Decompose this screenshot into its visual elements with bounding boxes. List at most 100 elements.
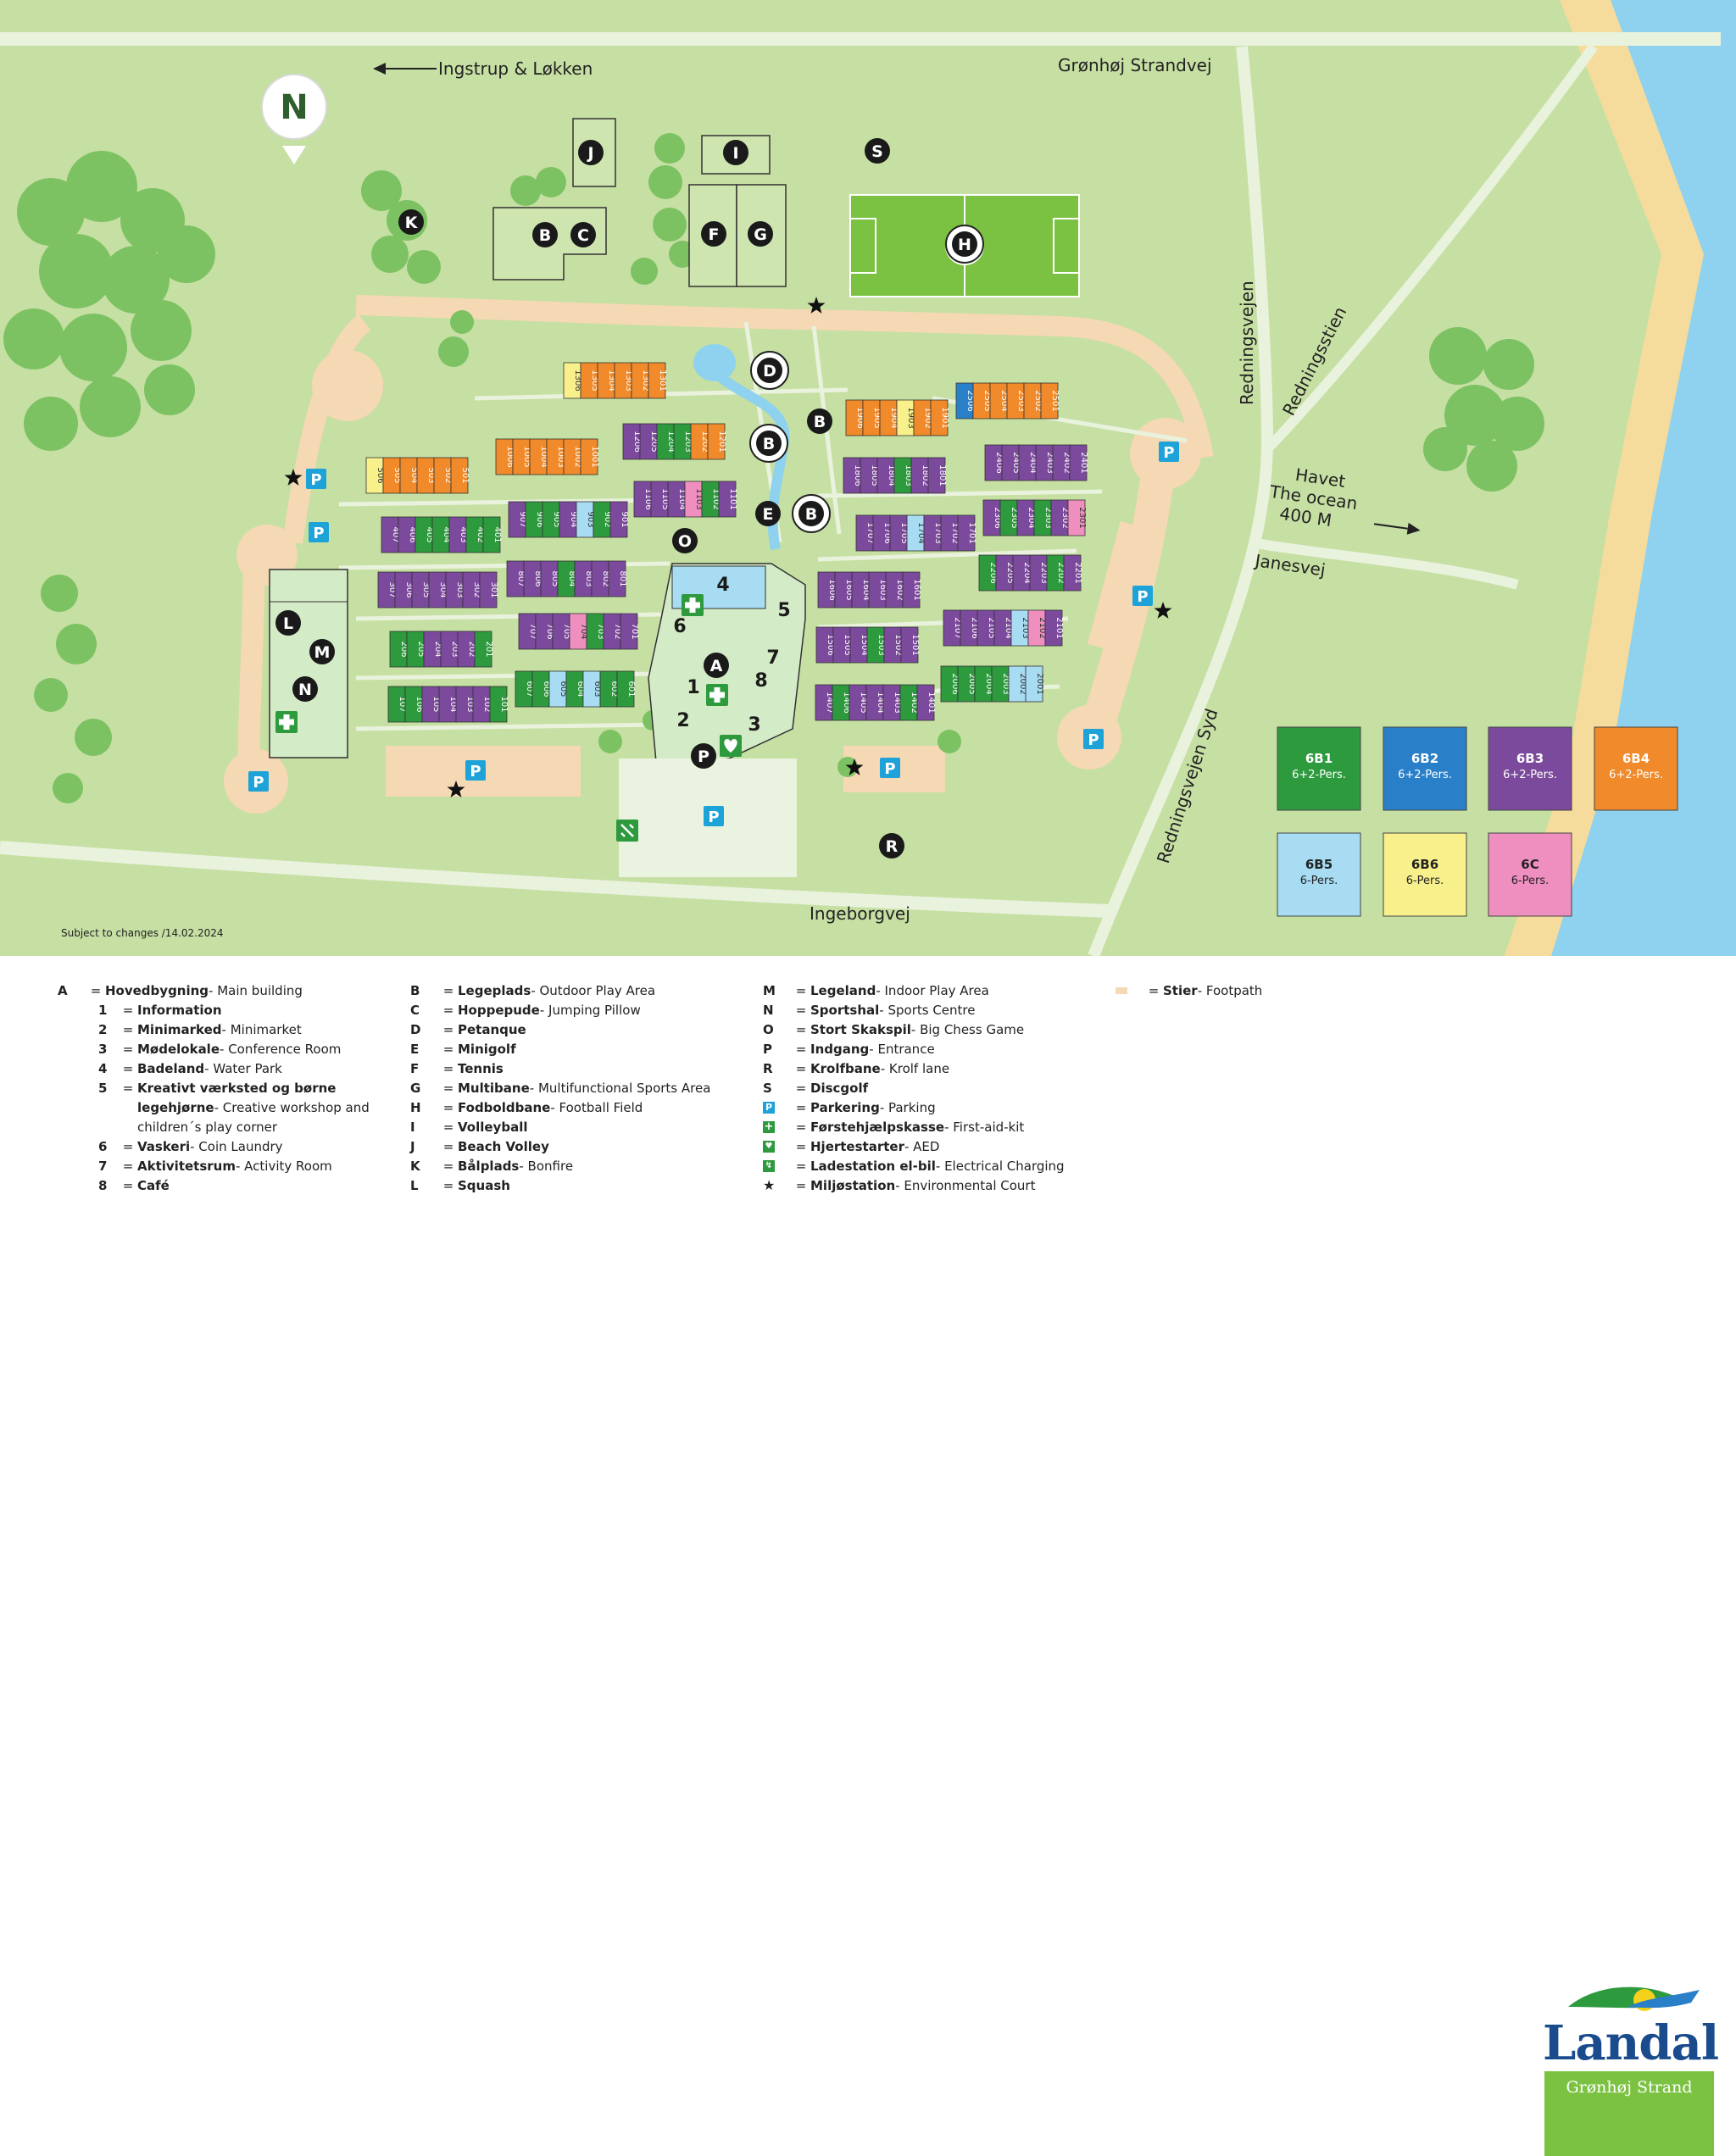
- unit-type-6c: 6C6-Pers.: [1488, 832, 1572, 917]
- cabin-number: 2404: [1028, 452, 1038, 473]
- cabin-2201[interactable]: [1063, 554, 1082, 592]
- cabin-101[interactable]: [489, 686, 508, 723]
- cabin-1401[interactable]: [916, 684, 935, 721]
- cabin-2301[interactable]: [1067, 499, 1086, 536]
- cabin-2001[interactable]: [1025, 665, 1043, 703]
- legend-description: - Big Chess Game: [910, 1022, 1025, 1037]
- marker-r[interactable]: R: [879, 833, 904, 859]
- legend-item: 6=Vaskeri - Coin Laundry: [58, 1137, 370, 1157]
- legend-key: P: [763, 1042, 772, 1057]
- cabin-801[interactable]: [608, 560, 626, 597]
- cabin-1301[interactable]: [648, 362, 666, 399]
- marker-letter: C: [577, 226, 589, 245]
- unit-type-capacity: 6-Pers.: [1406, 875, 1444, 887]
- cabin-number: 1705: [899, 522, 909, 543]
- cabin-701[interactable]: [620, 613, 638, 650]
- main-building-number-2: 2: [676, 710, 689, 731]
- parking-icon: P: [465, 760, 486, 781]
- cabin-301[interactable]: [479, 571, 498, 608]
- cabin-2101[interactable]: [1044, 609, 1063, 647]
- marker-f[interactable]: F: [701, 221, 726, 247]
- cabin-1101[interactable]: [718, 481, 737, 518]
- cabin-number: 906: [535, 511, 544, 527]
- cabin-1601[interactable]: [902, 571, 921, 608]
- legend-item: B=Legeplads - Outdoor Play Area: [410, 981, 710, 1001]
- marker-j[interactable]: J: [578, 140, 604, 165]
- marker-k[interactable]: K: [398, 209, 424, 235]
- main-building-number-3: 3: [748, 714, 760, 736]
- legend-item: 1=Information: [58, 1001, 370, 1020]
- parking-icon: P: [248, 771, 269, 792]
- cabin-number: 2501: [1050, 390, 1060, 411]
- cabin-201[interactable]: [474, 631, 492, 668]
- cabin-401[interactable]: [482, 516, 501, 553]
- janesvej-road: [1249, 537, 1519, 590]
- legend-key: 2: [98, 1022, 108, 1037]
- cabin-number: 901: [620, 511, 629, 527]
- cabin-501[interactable]: [450, 457, 469, 494]
- cabin-number: 1806: [853, 464, 862, 486]
- marker-b[interactable]: B: [749, 424, 788, 463]
- legend-term: Tennis: [458, 1061, 504, 1076]
- marker-b[interactable]: B: [532, 222, 558, 247]
- cabin-number: 603: [593, 681, 602, 697]
- cabin-number: 1004: [539, 446, 548, 467]
- cabin-2501[interactable]: [1040, 382, 1059, 420]
- cabin-number: 706: [545, 623, 554, 639]
- marker-c[interactable]: C: [570, 222, 596, 247]
- unit-type-code: 6C: [1521, 857, 1538, 872]
- marker-s[interactable]: S: [865, 138, 890, 164]
- cabin-1001[interactable]: [580, 438, 598, 475]
- cabin-number: 2306: [993, 507, 1002, 528]
- marker-b[interactable]: B: [807, 408, 832, 434]
- legend-description: - Main building: [209, 983, 303, 998]
- marker-d[interactable]: D: [750, 351, 789, 390]
- legend-item: K=Bålplads - Bonfire: [410, 1157, 710, 1176]
- legend-equals: =: [795, 1022, 807, 1037]
- marker-l[interactable]: L: [275, 610, 301, 636]
- marker-n[interactable]: N: [292, 676, 318, 702]
- marker-a[interactable]: A: [704, 653, 729, 678]
- legend-description: - Sports Centre: [879, 1003, 976, 1018]
- cabin-number: 1303: [624, 370, 633, 391]
- cabin-2401[interactable]: [1069, 444, 1088, 481]
- unit-type-code: 6B4: [1622, 751, 1650, 766]
- cabin-1701[interactable]: [957, 514, 976, 552]
- marker-h[interactable]: H: [945, 225, 984, 264]
- cabin-901[interactable]: [609, 501, 628, 538]
- cabin-1501[interactable]: [900, 626, 919, 664]
- svg-text:P: P: [1163, 444, 1174, 462]
- legend-equals: =: [122, 1081, 134, 1096]
- unit-type-code: 6B3: [1516, 751, 1544, 766]
- marker-b[interactable]: B: [792, 494, 831, 533]
- legend-equals: =: [442, 1061, 454, 1076]
- cabin-number: 505: [392, 467, 402, 483]
- marker-e[interactable]: E: [755, 501, 781, 526]
- legend-key: 3: [98, 1042, 108, 1057]
- road-label-gronhoj-strandvej: Grønhøj Strandvej: [1058, 55, 1212, 75]
- legend-key: L: [410, 1178, 419, 1193]
- cabin-1901[interactable]: [930, 399, 949, 436]
- marker-p[interactable]: P: [691, 743, 716, 769]
- marker-o[interactable]: O: [672, 528, 698, 553]
- legend-term: Indgang: [810, 1042, 870, 1057]
- cabin-1201[interactable]: [707, 423, 726, 460]
- unit-type-capacity: 6-Pers.: [1300, 875, 1338, 887]
- cabin-number: 903: [586, 511, 595, 527]
- legend-item: =Stier - Footpath: [1116, 981, 1262, 1001]
- cabin-number: 1902: [923, 407, 932, 428]
- legend-key: 7: [98, 1159, 108, 1174]
- marker-i[interactable]: I: [723, 140, 748, 165]
- cabin-601[interactable]: [616, 670, 635, 708]
- legend-item: L=Squash: [410, 1176, 710, 1196]
- marker-m[interactable]: M: [309, 639, 335, 664]
- cabin-1801[interactable]: [927, 457, 946, 494]
- marker-g[interactable]: G: [748, 221, 773, 247]
- cabin-number: 1704: [916, 522, 926, 543]
- cabin-number: 1903: [906, 407, 915, 428]
